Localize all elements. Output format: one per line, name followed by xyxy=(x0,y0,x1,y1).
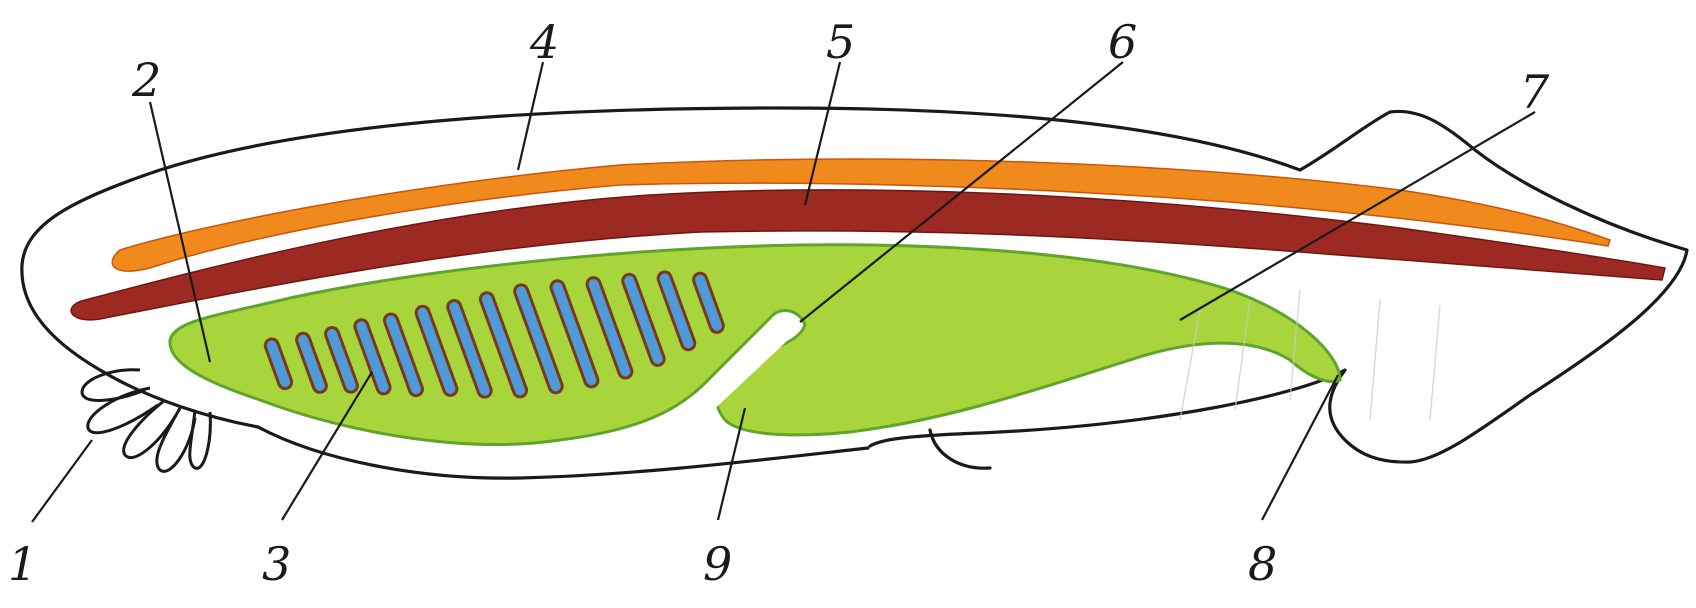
callout-label-6: 6 xyxy=(1108,15,1137,69)
callout-label-8: 8 xyxy=(1248,537,1277,591)
callout-label-9: 9 xyxy=(703,537,732,591)
callout-label-7: 7 xyxy=(1520,65,1550,119)
callout-label-1: 1 xyxy=(8,537,37,591)
callout-label-4: 4 xyxy=(529,15,559,69)
callout-label-5: 5 xyxy=(826,15,855,69)
leader-1 xyxy=(32,440,92,522)
oral-cirri xyxy=(82,370,210,472)
callout-label-2: 2 xyxy=(131,53,161,107)
callout-label-3: 3 xyxy=(262,537,291,591)
leader-8 xyxy=(1262,375,1338,520)
